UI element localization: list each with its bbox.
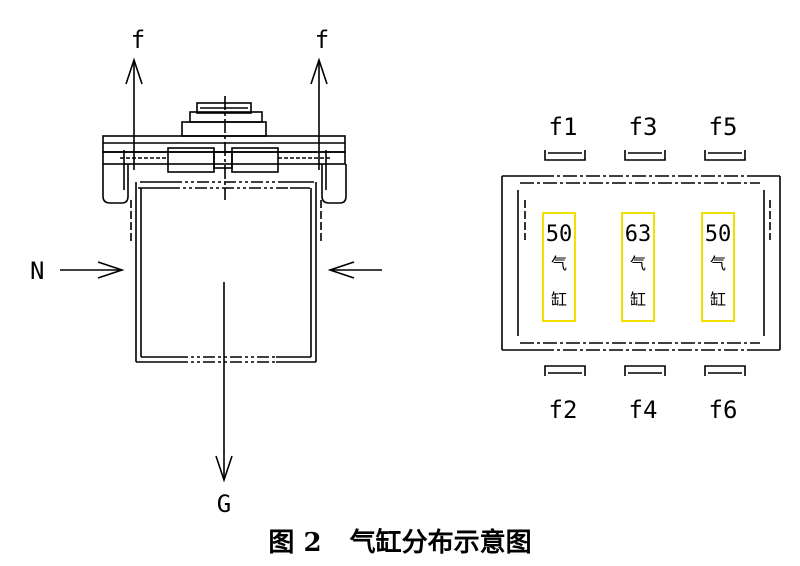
figure-caption: 图 2 气缸分布示意图 [0,522,800,559]
top-view-frame [501,175,781,351]
side-view-diagram [60,57,382,483]
right-gripper [321,150,347,204]
figure-number: 图 2 [268,528,322,558]
cylinder-3-char1: 气 [710,254,726,273]
top-view-diagram [501,150,781,376]
cylinder-box-3 [701,212,735,322]
force-f-right-label: f [315,26,329,54]
side-view-labels: f f N G [30,26,329,518]
cylinder-2-char2: 缸 [630,290,646,309]
force-g-label: G [217,490,231,518]
cylinder-3-char2: 缸 [710,290,726,309]
force-n-left-arrow [60,261,125,279]
label-f1: f1 [549,113,578,141]
bottom-channels [544,365,746,376]
label-f5: f5 [709,113,738,141]
label-f2: f2 [549,396,578,424]
label-f4: f4 [629,396,658,424]
top-channels [544,150,746,161]
cylinder-labels: 50 气 缸 63 气 缸 50 气 缸 [546,222,732,309]
left-gripper [102,150,129,204]
crossbar-rail [102,135,346,173]
label-f3: f3 [629,113,658,141]
cylinder-1-size: 50 [546,222,573,247]
force-n-right-arrow [327,261,382,279]
lifted-box [130,181,322,363]
channel-labels: f1 f3 f5 f2 f4 f6 [549,113,738,424]
cylinder-1-char2: 缸 [551,290,567,309]
cylinder-1-char1: 气 [551,254,567,273]
force-g-arrow [215,282,233,483]
cylinder-2-char1: 气 [630,254,646,273]
force-f-left-arrow [125,57,143,170]
label-f6: f6 [709,396,738,424]
figure-title: 气缸分布示意图 [349,528,532,558]
force-f-left-label: f [131,26,145,54]
cylinder-2-size: 63 [625,222,652,247]
force-f-right-arrow [310,57,328,170]
cylinder-3-size: 50 [705,222,732,247]
cylinder-box-1 [542,212,576,322]
cylinder-boxes [542,212,735,322]
cylinder-box-2 [621,212,655,322]
force-n-label: N [30,257,44,285]
